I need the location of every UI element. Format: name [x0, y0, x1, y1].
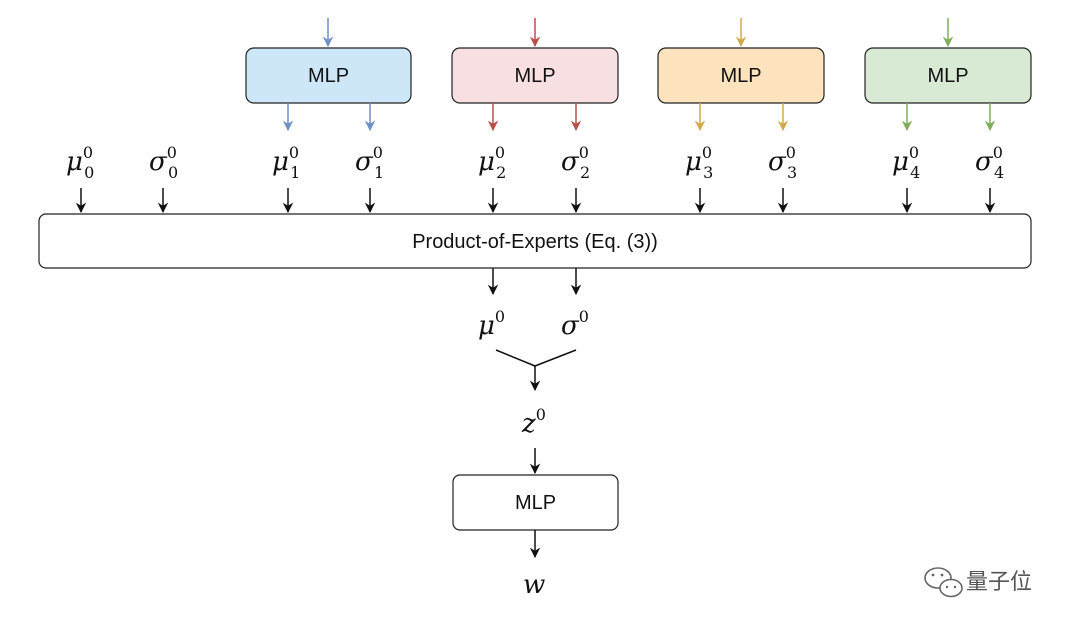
- wechat-icon: [924, 567, 963, 598]
- mlp-2-box: [451, 47, 619, 104]
- mlp-block-4: MLP: [864, 18, 1032, 132]
- mlp-block-2: MLP: [451, 18, 619, 132]
- poe-box: [38, 213, 1032, 269]
- mlp-4-label: MLP: [927, 65, 968, 87]
- product-of-experts-block: Product-of-Experts (Eq. (3)): [38, 213, 1032, 269]
- watermark-text: 量子位: [966, 570, 1032, 595]
- mlp-block-3: MLP: [657, 18, 825, 132]
- poe-output-arrows: [487, 268, 582, 296]
- mlp-1-box: [245, 47, 412, 104]
- poe-input-arrows: [75, 188, 996, 214]
- mlp-3-box: [657, 47, 825, 104]
- watermark: 量子位: [924, 567, 1032, 598]
- mlp-3-label: MLP: [720, 65, 761, 87]
- merge-line-right: [534, 349, 577, 367]
- poe-label: Product-of-Experts (Eq. (3)): [412, 231, 658, 253]
- final-output-w: w: [523, 570, 545, 600]
- mlp-4-box: [864, 47, 1032, 104]
- mlp-2-label: MLP: [514, 65, 555, 87]
- mlp-block-1: MLP: [245, 18, 412, 132]
- final-mlp-label: MLP: [515, 492, 556, 514]
- sampling-merge: [495, 349, 577, 392]
- latent-z: z0: [521, 405, 546, 439]
- mlp-1-label: MLP: [308, 65, 349, 87]
- merge-line-left: [495, 349, 536, 367]
- output-sigma: σ0: [561, 307, 589, 341]
- final-mlp-block: MLP: [452, 474, 619, 531]
- output-mu: μ0: [478, 307, 505, 341]
